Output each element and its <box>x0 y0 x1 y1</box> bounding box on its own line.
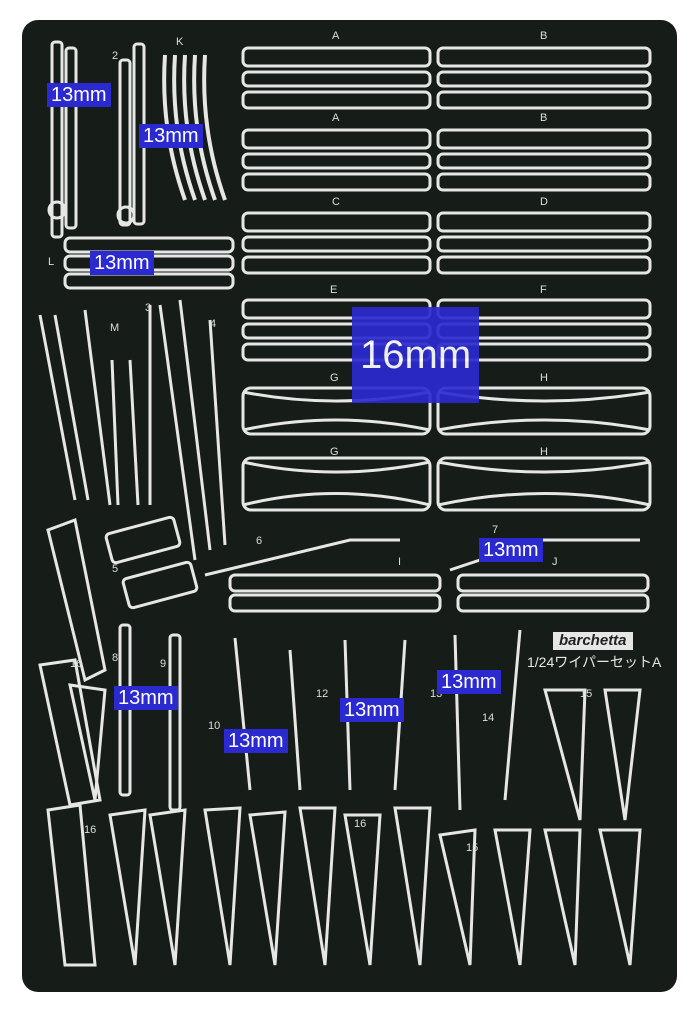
part-label-k: K <box>176 36 184 48</box>
fret-background <box>22 20 677 992</box>
part-label-15: 15 <box>580 688 593 700</box>
part-label-i: I <box>398 556 402 568</box>
part-label-16-3: 16 <box>354 818 367 830</box>
wiper-base-parts-15-16 <box>38 517 642 967</box>
part-label-7: 7 <box>492 524 499 536</box>
part-label-b: B <box>540 30 548 42</box>
brand-logo: barchetta <box>553 632 633 650</box>
part-label-12: 12 <box>316 688 329 700</box>
size-tag: 13mm <box>114 686 178 710</box>
part-label-16: 16 <box>70 658 83 670</box>
part-label-16-2: 16 <box>84 824 97 836</box>
part-label-g-2: G <box>330 446 339 458</box>
part-label-10: 10 <box>208 720 221 732</box>
size-tag: 13mm <box>139 124 203 148</box>
part-label-e: E <box>330 284 338 296</box>
part-label-f: F <box>540 284 547 296</box>
wiper-arm-parts-m-3-4 <box>38 299 227 561</box>
part-label-4: 4 <box>210 318 217 330</box>
part-label-d: D <box>540 196 548 208</box>
part-label-14: 14 <box>482 712 495 724</box>
part-label-5: 5 <box>112 563 119 575</box>
size-tag: 13mm <box>340 698 404 722</box>
part-label-b-2: B <box>540 112 548 124</box>
wiper-parts-5 <box>104 515 199 610</box>
part-label-9: 9 <box>160 658 167 670</box>
size-tag: 13mm <box>437 670 501 694</box>
part-label-c: C <box>332 196 340 208</box>
part-label-g: G <box>330 372 339 384</box>
wiper-blade-rows <box>63 46 652 613</box>
part-label-a: A <box>332 30 340 42</box>
size-tag: 13mm <box>90 251 154 275</box>
part-label-3: 3 <box>145 302 152 314</box>
part-label-a-2: A <box>332 112 340 124</box>
kit-name: 1/24ワイパーセットA <box>527 654 662 670</box>
part-label-h: H <box>540 372 548 384</box>
part-label-6: 6 <box>256 535 263 547</box>
part-label-h-2: H <box>540 446 548 458</box>
part-label-j: J <box>552 556 558 568</box>
part-label-m: M <box>110 322 120 334</box>
size-tag: 13mm <box>47 83 111 107</box>
size-tag-large: 16mm <box>352 307 480 403</box>
part-label-2: 2 <box>112 50 119 62</box>
part-label-8: 8 <box>112 652 119 664</box>
part-label-15-2: 15 <box>466 842 479 854</box>
part-label-l: L <box>48 256 55 268</box>
size-tag: 13mm <box>224 729 288 753</box>
size-tag: 13mm <box>479 538 543 562</box>
